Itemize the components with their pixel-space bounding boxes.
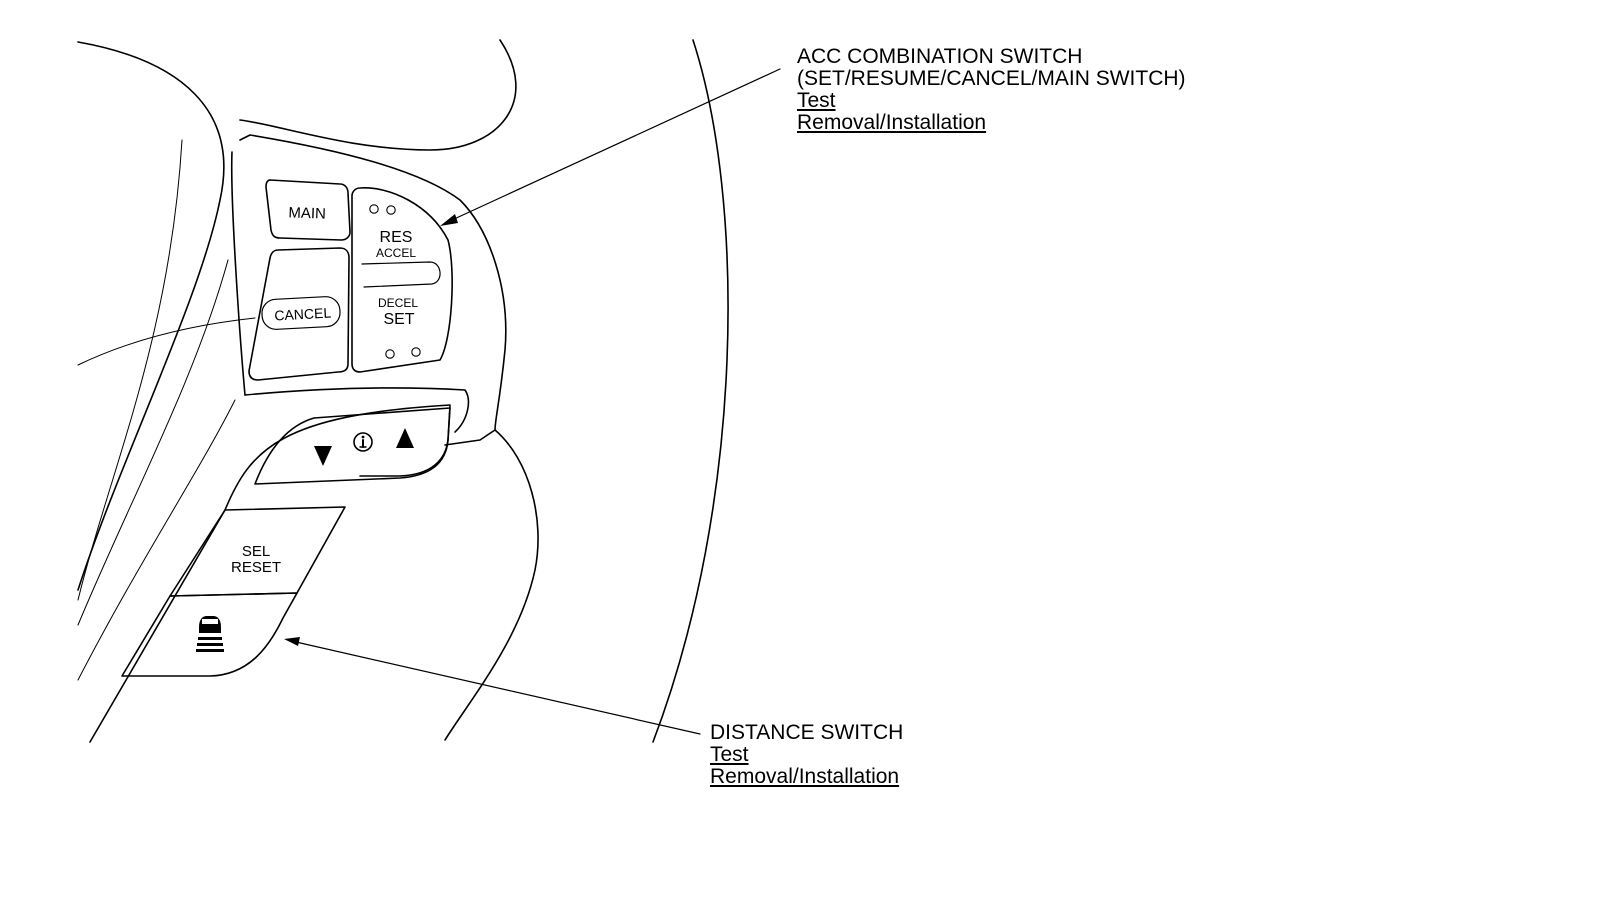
acc-removal-installation-link[interactable]: Removal/Installation — [797, 111, 987, 134]
distance-test-link[interactable]: Test — [710, 743, 749, 766]
up-triangle-icon[interactable] — [396, 428, 414, 448]
set-resume-rocker[interactable]: RES ACCEL DECEL SET — [351, 187, 453, 373]
acc-leader-line — [451, 68, 781, 221]
acc-callout-title: ACC COMBINATION SWITCH — [797, 45, 1083, 68]
distance-button[interactable] — [121, 592, 298, 677]
info-icon[interactable] — [353, 432, 373, 452]
steering-wheel-rim — [77, 39, 729, 743]
distance-arrowhead — [284, 637, 300, 646]
distance-removal-installation-link[interactable]: Removal/Installation — [710, 765, 900, 788]
cancel-button[interactable]: CANCEL — [248, 247, 350, 381]
down-triangle-icon[interactable] — [314, 446, 332, 466]
res-label: RES — [380, 229, 413, 246]
distance-callout-title: DISTANCE SWITCH — [710, 721, 904, 744]
acc-test-link[interactable]: Test — [797, 89, 836, 112]
indicator-dot — [411, 347, 421, 357]
decel-label: DECEL — [378, 296, 418, 310]
main-button[interactable]: MAIN — [265, 179, 351, 241]
indicator-dot — [385, 349, 395, 359]
sel-label: SEL — [242, 543, 270, 560]
switch-housing — [89, 134, 539, 743]
sel-reset-button[interactable]: SEL RESET — [169, 506, 346, 597]
distance-switch-callout: DISTANCE SWITCH Test Removal/Installatio… — [710, 722, 903, 788]
acc-arrowhead — [440, 214, 458, 226]
reset-label: RESET — [231, 559, 281, 576]
leader-lines — [284, 68, 781, 735]
car-distance-icon — [196, 616, 224, 652]
accel-label: ACCEL — [376, 246, 416, 260]
acc-callout-subtitle: (SET/RESUME/CANCEL/MAIN SWITCH) — [797, 67, 1186, 90]
main-label: MAIN — [288, 204, 326, 222]
set-label: SET — [383, 311, 414, 328]
indicator-dot — [386, 205, 396, 215]
indicator-dot — [369, 204, 379, 214]
acc-combination-switch-callout: ACC COMBINATION SWITCH (SET/RESUME/CANCE… — [797, 46, 1186, 134]
distance-leader-line — [295, 641, 701, 735]
cancel-label: CANCEL — [274, 305, 332, 324]
info-switch-panel — [254, 407, 451, 485]
